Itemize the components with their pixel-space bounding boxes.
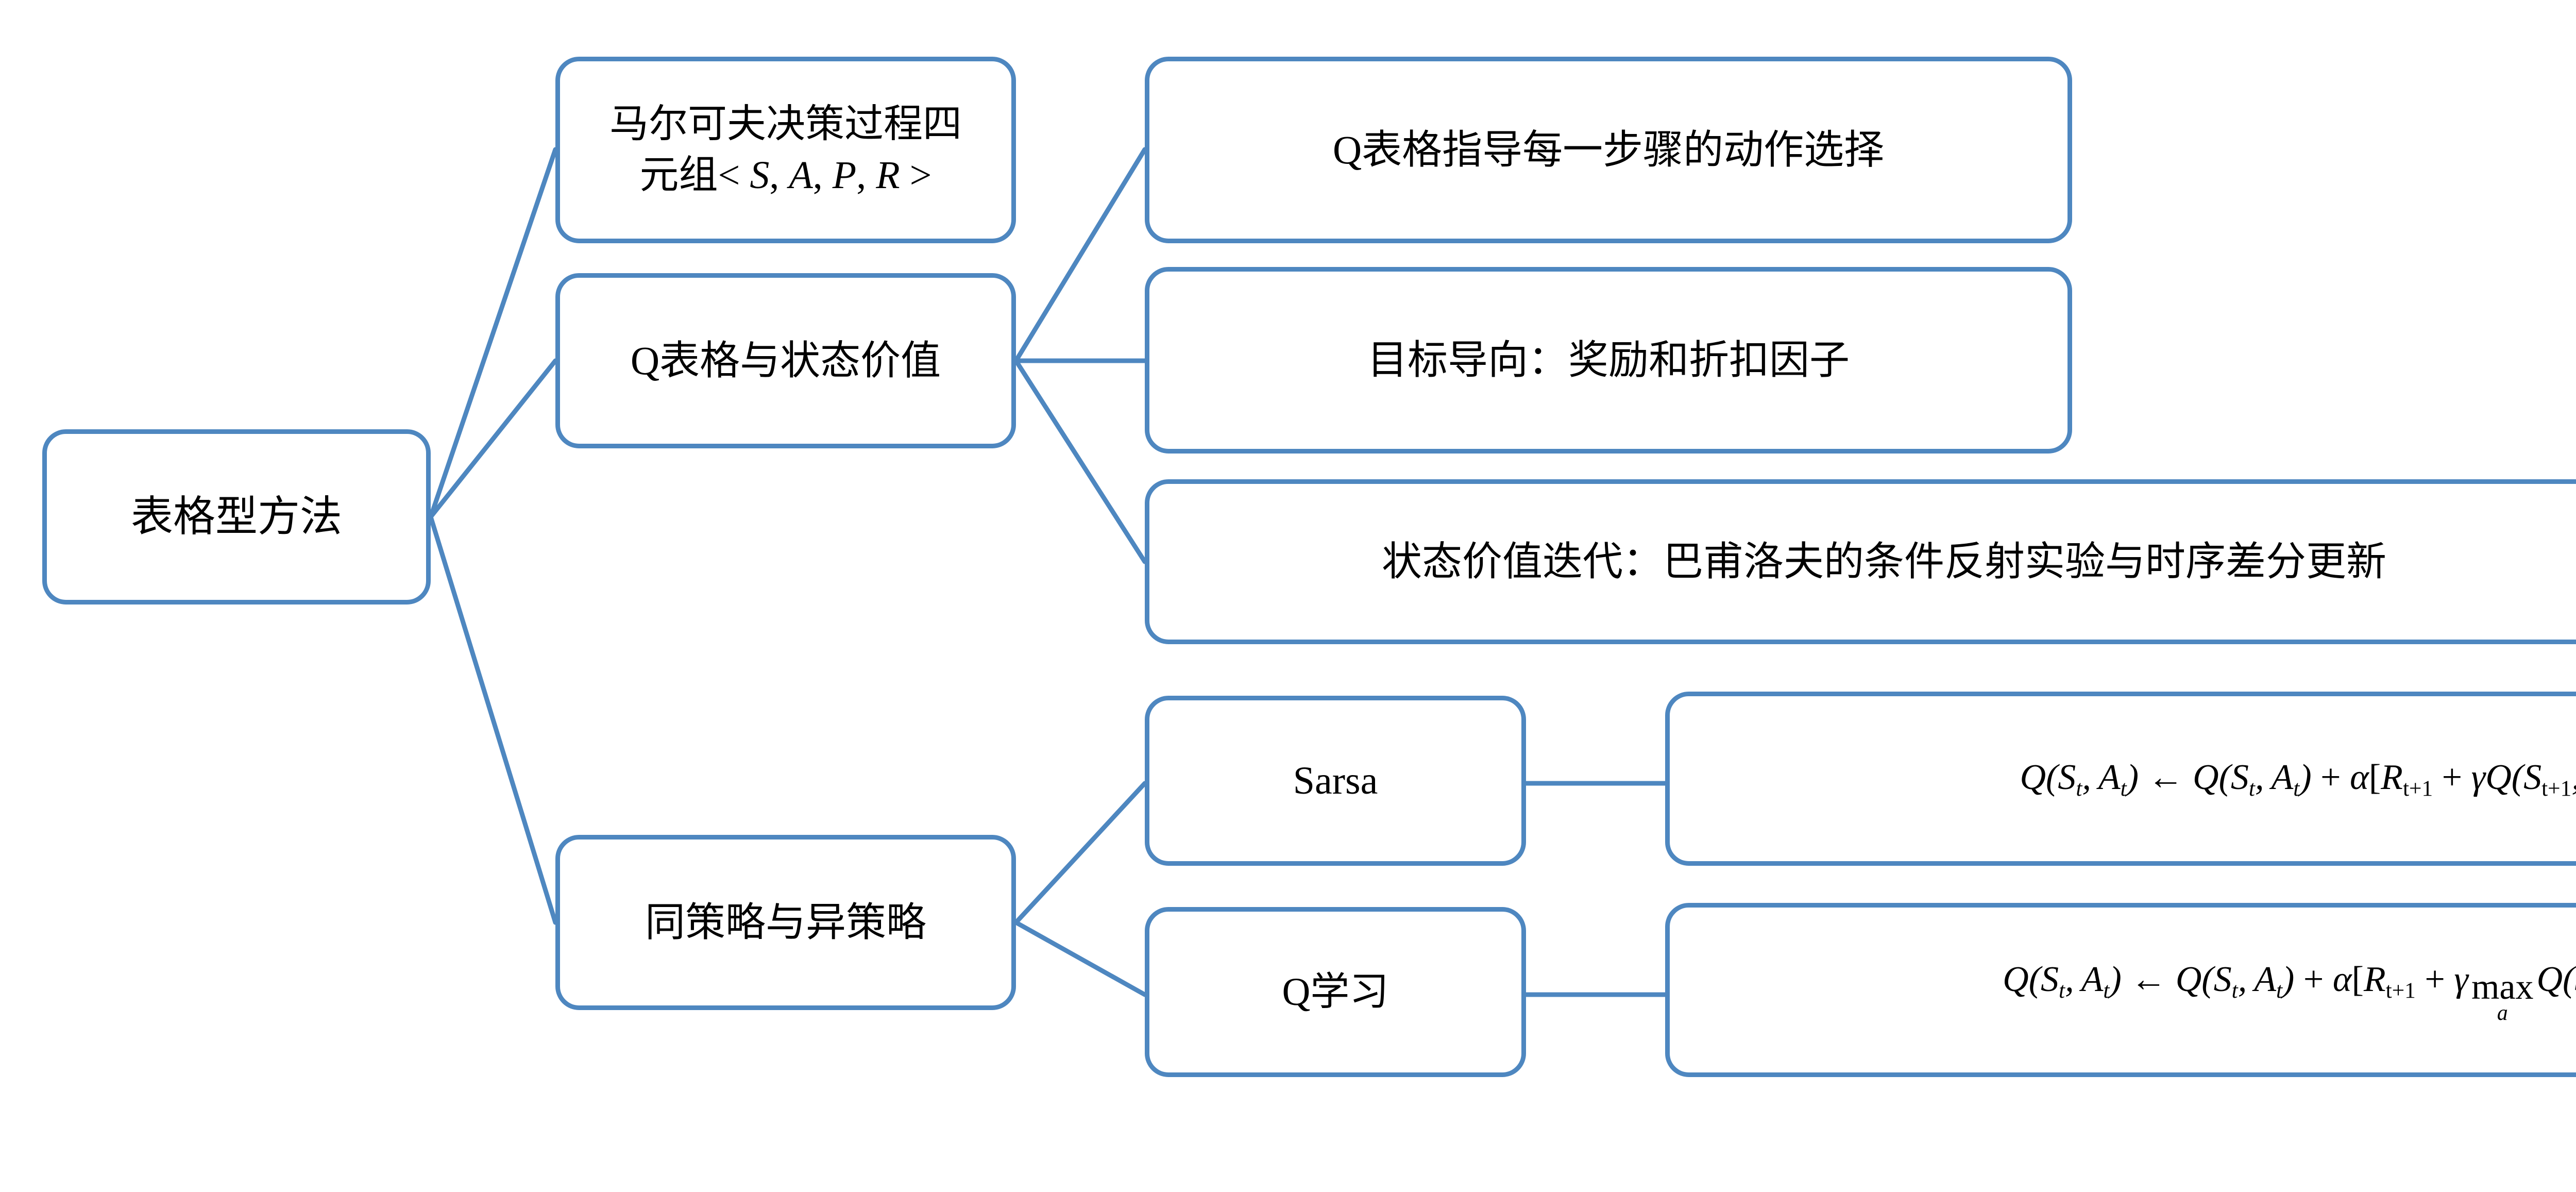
node-qlearning-label: Q学习	[1282, 970, 1389, 1014]
node-sarsa[interactable]: Sarsa	[1145, 696, 1526, 866]
link-root-to-qtable	[428, 358, 558, 519]
link-qtable-to-child1	[1013, 147, 1147, 363]
node-qtable-child-value-iteration-label: 状态价值迭代：巴甫洛夫的条件反射实验与时序差分更新	[1381, 539, 2386, 584]
node-root[interactable]: 表格型方法	[42, 429, 431, 605]
node-policy-types-label: 同策略与异策略	[645, 900, 926, 945]
node-qlearning[interactable]: Q学习	[1145, 907, 1526, 1077]
node-qtable-child-action-selection[interactable]: Q表格指导每一步骤的动作选择	[1145, 57, 2072, 243]
node-qtable-state-value-label: Q表格与状态价值	[630, 338, 941, 383]
node-qtable-child-goal-oriented-label: 目标导向：奖励和折扣因子	[1367, 338, 1850, 383]
node-sarsa-formula[interactable]: Q(St, At) ← Q(St, At) + α[Rt+1 + γQ(St+1…	[1665, 692, 2576, 866]
node-qtable-child-action-selection-label: Q表格指导每一步骤的动作选择	[1332, 127, 1885, 173]
node-qtable-state-value[interactable]: Q表格与状态价值	[555, 273, 1016, 448]
link-qtable-to-child3	[1013, 358, 1147, 564]
link-policy-to-sarsa	[1013, 781, 1147, 925]
node-sarsa-label: Sarsa	[1293, 759, 1378, 802]
node-mdp-tuple-line2: 元组< S, A, P, R >	[639, 154, 932, 197]
link-root-to-policy	[428, 514, 558, 925]
node-policy-types[interactable]: 同策略与异策略	[555, 835, 1016, 1010]
link-root-to-mdp	[428, 147, 558, 519]
link-policy-to-qlearning	[1013, 920, 1147, 997]
node-qtable-child-value-iteration[interactable]: 状态价值迭代：巴甫洛夫的条件反射实验与时序差分更新	[1145, 479, 2576, 644]
node-qtable-child-goal-oriented[interactable]: 目标导向：奖励和折扣因子	[1145, 267, 2072, 454]
node-mdp-tuple[interactable]: 马尔可夫决策过程四 元组< S, A, P, R >	[555, 57, 1016, 243]
node-root-label: 表格型方法	[130, 493, 342, 540]
sarsa-formula-expression: Q(St, At) ← Q(St, At) + α[Rt+1 + γQ(St+1…	[2020, 758, 2576, 801]
node-mdp-tuple-line1: 马尔可夫决策过程四	[609, 103, 962, 146]
